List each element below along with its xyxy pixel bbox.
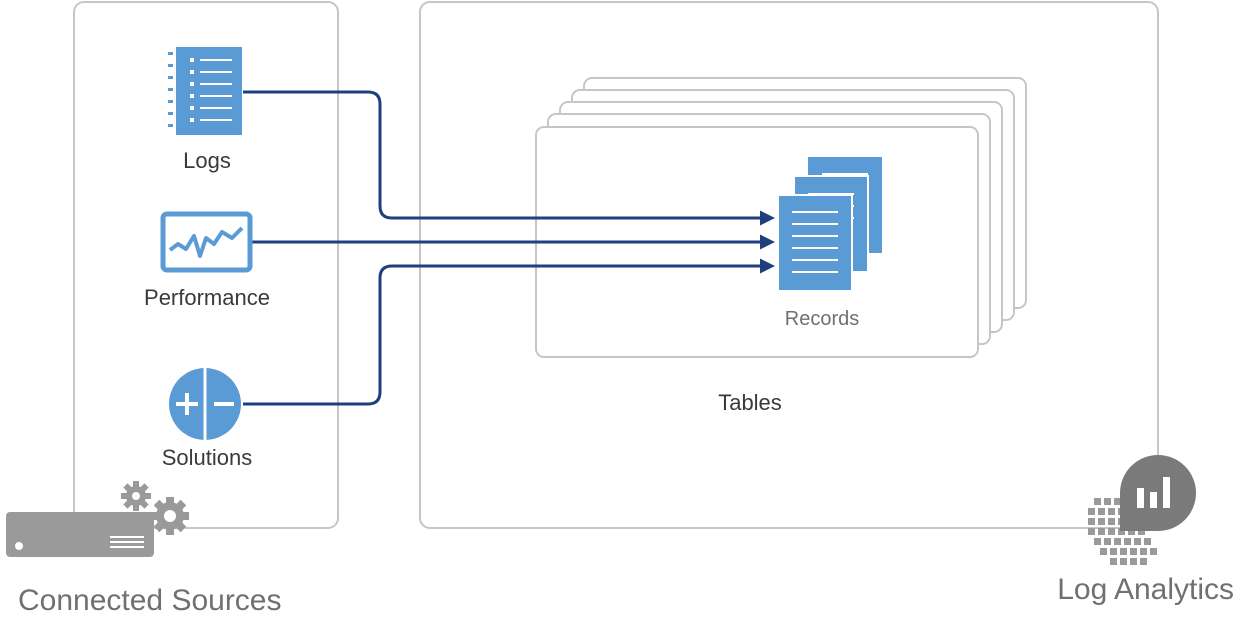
- log-analytics-caption: Log Analytics: [1057, 573, 1234, 606]
- performance-label: Performance: [144, 285, 270, 310]
- solutions-flow-arrow: [243, 258, 775, 406]
- performance-chart-icon: [160, 211, 253, 273]
- logs-icon: [168, 47, 242, 135]
- logs-flow-arrow: [243, 90, 775, 226]
- connected-sources-panel: [73, 1, 339, 529]
- server-gears-icon: [6, 481, 189, 557]
- solutions-label: Solutions: [162, 445, 253, 470]
- solutions-plus-minus-icon: [169, 368, 241, 440]
- records-label: Records: [785, 308, 859, 330]
- log-analytics-icon: [1088, 455, 1196, 565]
- tables-label: Tables: [718, 390, 782, 415]
- records-icon: [777, 157, 882, 292]
- connected-sources-caption: Connected Sources: [18, 584, 282, 617]
- logs-label: Logs: [183, 148, 231, 173]
